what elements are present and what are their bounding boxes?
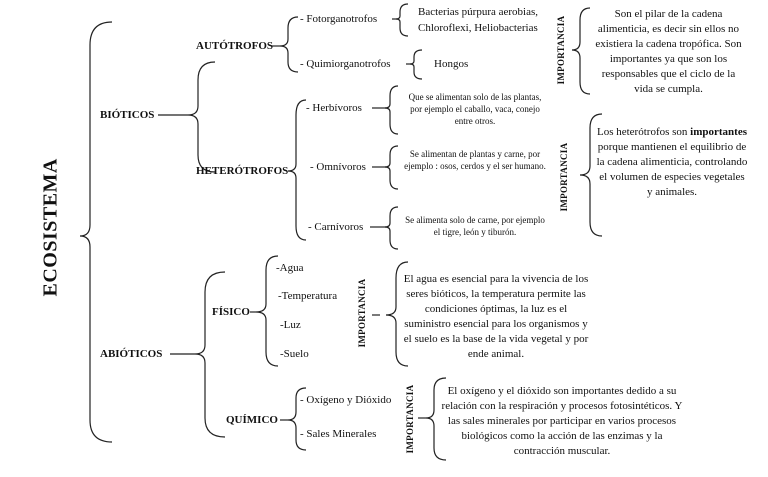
herbivoros-desc: Que se alimentan solo de las plantas, po… [408,92,542,126]
heterotrofos-imp-pre: Los heterótrofos son [596,126,688,138]
herbivoros-brace [384,85,399,135]
autotrofos-label: AUTÓTROFOS [196,40,274,52]
omnivoros-item: - Omnívoros [310,161,366,173]
carnivoros-brace [384,206,399,250]
heterotrofos-importancia-label: IMPORTANCIA [559,142,569,212]
quimiorg-brace [409,49,423,80]
quimico-importancia-text: El oxígeno y el dióxido son importantes … [441,385,683,457]
autotrofos-brace [279,16,299,73]
omnivoros-brace [384,145,399,190]
heterotrofos-brace [287,99,307,241]
abioticos-brace [194,271,226,438]
heterotrofos-imp-bold: importantes [690,126,747,138]
autotrofos-importancia-text: Son el pilar de la cadena alimenticia, e… [595,8,742,95]
fisico-importancia-text: El agua es esencial para la vivencia de … [403,273,589,360]
hetero-imp-brace [579,113,603,237]
auto-imp-brace [571,7,591,95]
bioticos-label: BIÓTICOS [100,109,155,121]
fisico-item-luz: -Luz [280,319,301,331]
omnivoros-desc: Se alimentan de plantas y carne, por eje… [404,149,546,171]
heterotrofos-imp-post: porque mantienen el equilibrio de la cad… [596,141,748,198]
heterotrofos-importancia-text: Los heterótrofos son importantes porque … [596,125,748,200]
fisico-importancia-label: IMPORTANCIA [357,278,367,348]
carnivoros-item: - Carnívoros [308,221,364,233]
carnivoros-desc: Se alimenta solo de carne, por ejemplo e… [405,215,545,237]
quimico-imp-brace [425,377,447,461]
autotrofos-importancia-label: IMPORTANCIA [556,15,566,85]
fisico-item-temperatura: -Temperatura [278,290,338,302]
fisico-imp-brace [385,261,409,367]
quimico-importancia-label: IMPORTANCIA [405,384,415,454]
heterotrofos-label: HETERÓTROFOS [196,165,289,177]
fotorg-brace [395,3,409,37]
quimiorganotrofos-item: - Quimiorganotrofos [300,58,391,70]
fisico-item-suelo: -Suelo [280,348,309,360]
fisico-brace [255,255,279,367]
bioticos-brace [187,61,216,173]
diagram-title: ECOSISTEMA [39,158,62,297]
fotorganotrofos-item: - Fotorganotrofos [300,13,378,25]
main-brace [79,21,113,443]
herbivoros-item: - Herbívoros [306,102,362,114]
quimico-item-oxigeno: - Oxígeno y Dióxido [300,394,392,406]
fisico-item-agua: -Agua [276,262,304,274]
hongos-text: Hongos [434,58,469,70]
quimico-item-sales: - Sales Minerales [300,428,377,440]
abioticos-label: ABIÓTICOS [100,348,163,360]
fisico-label: FÍSICO [212,306,250,318]
fotorganotrofos-example-2: Chloroflexi, Heliobacterias [418,22,538,34]
quimico-label: QUÍMICO [226,414,278,426]
fotorganotrofos-example-1: Bacterias púrpura aerobias, [418,6,539,18]
